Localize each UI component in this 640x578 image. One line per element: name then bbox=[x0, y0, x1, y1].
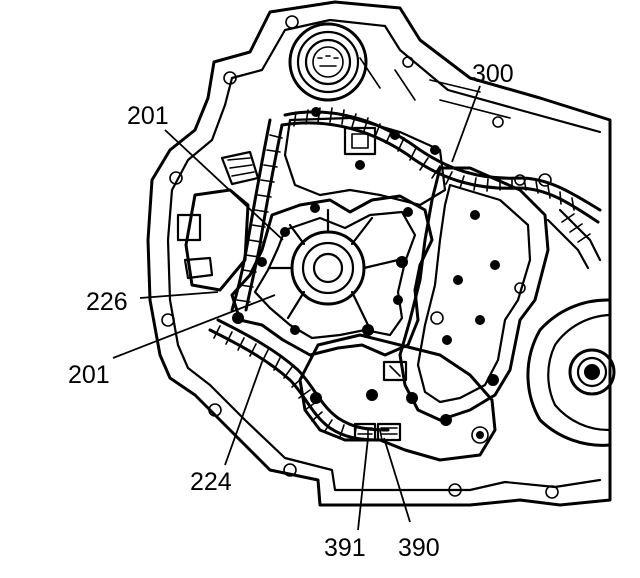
transaxle-case bbox=[146, 0, 612, 507]
valve-body-cover-300 bbox=[398, 166, 550, 422]
electrical-connector bbox=[176, 150, 260, 292]
connectors-390-391 bbox=[353, 422, 402, 442]
callout-201-left: 201 bbox=[68, 361, 110, 389]
callout-390: 390 bbox=[398, 534, 440, 562]
output-bore bbox=[526, 298, 616, 447]
lower-valve-body-plate bbox=[298, 333, 497, 462]
callout-391: 391 bbox=[324, 534, 366, 562]
callout-224: 224 bbox=[190, 468, 232, 496]
callout-300: 300 bbox=[472, 60, 514, 88]
callout-201-top: 201 bbox=[127, 102, 169, 130]
wiring-harness-300 bbox=[230, 107, 602, 312]
callout-226: 226 bbox=[86, 288, 128, 316]
channel-plate-201 bbox=[230, 194, 434, 357]
wiring-harness-224 bbox=[208, 318, 390, 442]
shaft-seal bbox=[288, 22, 368, 102]
callout-leaders bbox=[112, 85, 481, 531]
